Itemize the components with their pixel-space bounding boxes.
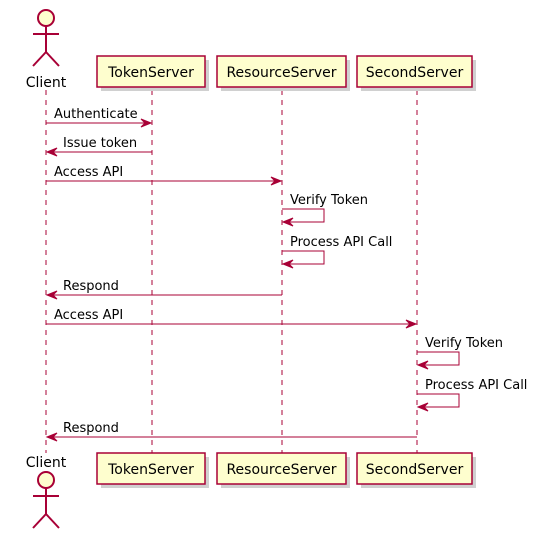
arrowhead-icon — [405, 319, 418, 329]
self-message-arrow — [417, 351, 460, 366]
message-label: Access API — [54, 165, 123, 180]
arrowhead-icon — [140, 118, 153, 128]
message-label: Authenticate — [54, 107, 138, 122]
participant-name-secondserver-bottom: SecondServer — [366, 462, 464, 478]
participant-box-resourceserver-bottom — [216, 452, 347, 485]
participant-box-secondserver-bottom — [356, 452, 473, 485]
arrowhead-icon — [281, 259, 294, 269]
participant-name-resourceserver-bottom: ResourceServer — [226, 462, 336, 478]
arrowhead-icon — [45, 432, 58, 442]
message-label: Issue token — [63, 136, 137, 151]
message-label: Process API Call — [425, 378, 527, 393]
participant-box-tokenserver-bottom — [96, 452, 206, 485]
self-message-arrow — [282, 208, 325, 223]
participant-name-secondserver-top: SecondServer — [366, 65, 464, 81]
actor-stick-figure-icon — [32, 471, 60, 529]
arrowhead-icon — [270, 176, 283, 186]
message-label: Respond — [63, 279, 119, 294]
message-label: Access API — [54, 308, 123, 323]
participant-name-client-bottom: Client — [26, 455, 67, 471]
arrowhead-icon — [45, 290, 58, 300]
participant-box-resourceserver-top — [216, 55, 347, 88]
arrowhead-icon — [45, 147, 58, 157]
actor-head — [37, 9, 55, 27]
participant-name-resourceserver-top: ResourceServer — [226, 65, 336, 81]
arrowhead-icon — [281, 217, 294, 227]
self-message-arrow — [282, 250, 325, 265]
message-label: Respond — [63, 421, 119, 436]
message-label: Verify Token — [290, 193, 368, 208]
actor-left-leg — [32, 513, 47, 529]
participant-name-client-top: Client — [26, 75, 67, 91]
arrowhead-icon — [416, 360, 429, 370]
message-label: Verify Token — [425, 336, 503, 351]
participant-box-tokenserver-top — [96, 55, 206, 88]
actor-stick-figure-icon — [32, 9, 60, 67]
actor-left-leg — [32, 51, 47, 67]
arrowhead-icon — [416, 402, 429, 412]
message-label: Process API Call — [290, 235, 392, 250]
actor-head — [37, 471, 55, 489]
actor-right-leg — [45, 513, 60, 529]
self-message-arrow — [417, 393, 460, 408]
participant-name-tokenserver-bottom: TokenServer — [107, 462, 194, 478]
actor-right-leg — [45, 51, 60, 67]
participant-name-tokenserver-top: TokenServer — [107, 65, 194, 81]
participant-box-secondserver-top — [356, 55, 473, 88]
